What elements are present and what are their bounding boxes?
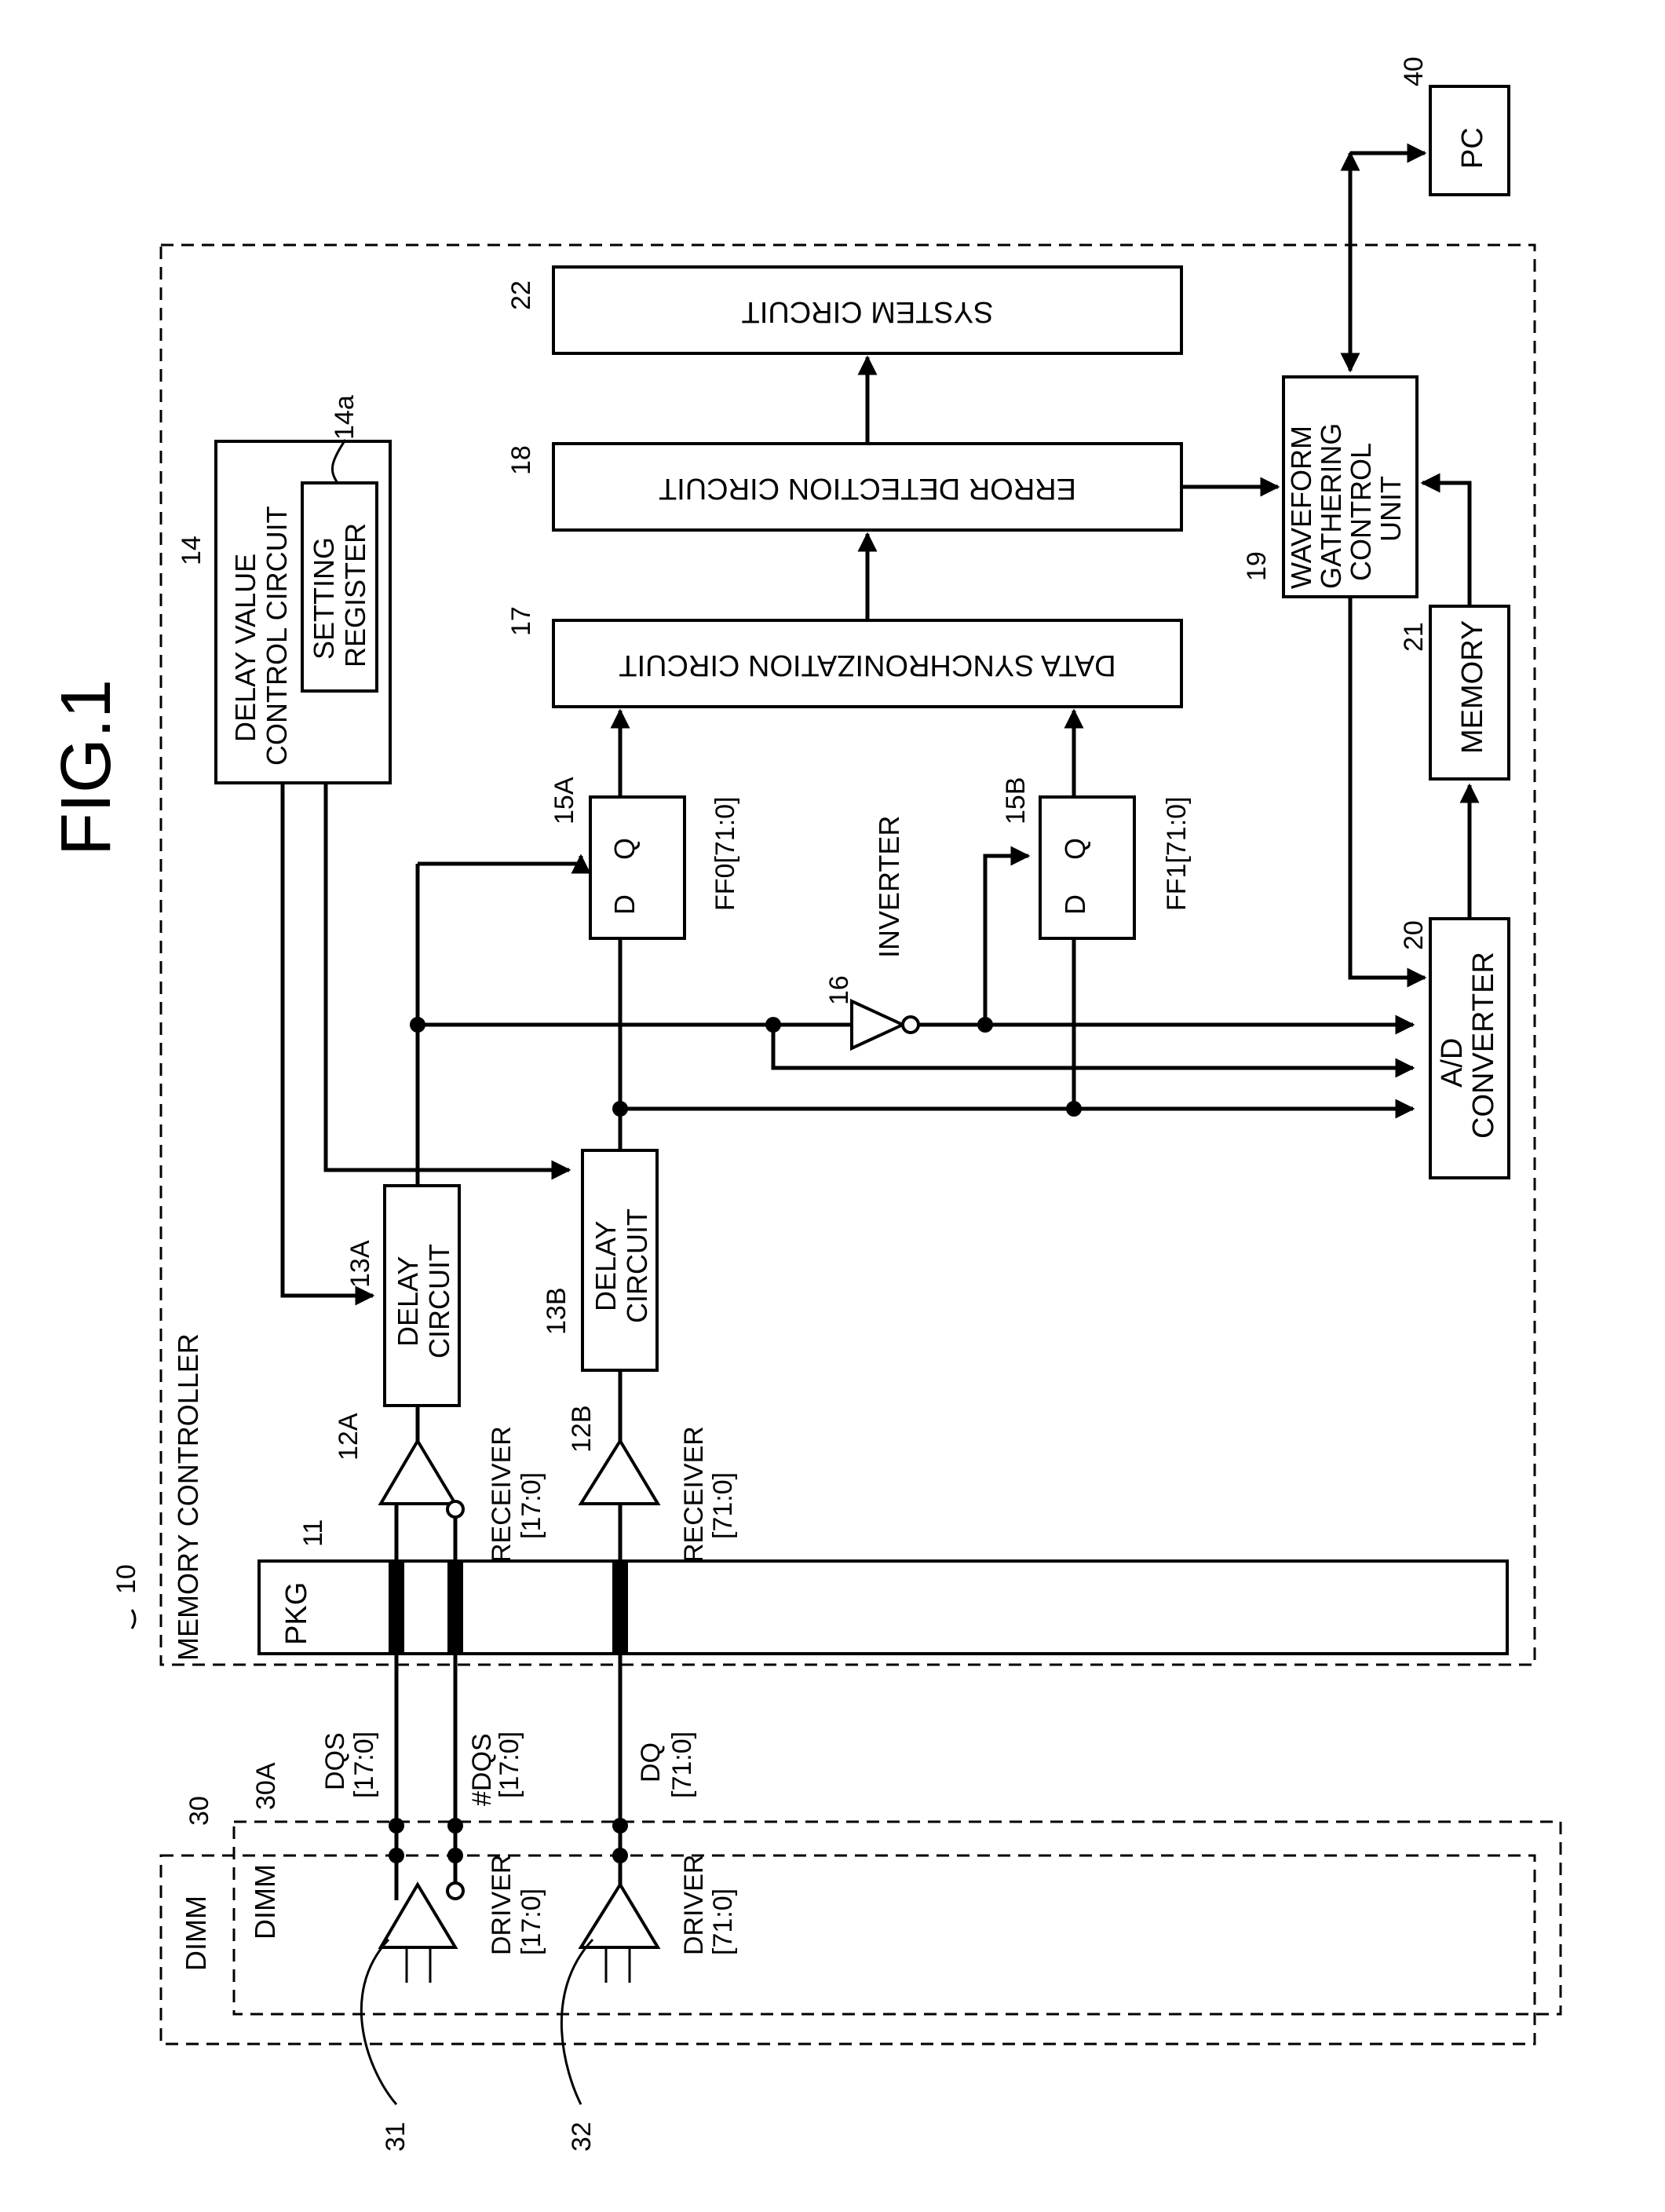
memory-ref: 21 <box>1399 622 1429 652</box>
error-detection-label: ERROR DETECTION CIRCUIT <box>659 472 1076 505</box>
pkg-pin-dq <box>612 1561 628 1654</box>
receiver-b-ref: 12B <box>567 1406 597 1453</box>
driver-a-triangle <box>381 1885 455 1947</box>
ff0-d: D <box>608 894 641 915</box>
driver-b-range: [71:0] <box>708 1888 738 1955</box>
ad-converter-label-1: A/D <box>1436 1038 1469 1088</box>
delay-control-label-1: DELAY VALUE <box>229 554 261 742</box>
ndqs-label: #DQS <box>467 1733 497 1806</box>
pkg-block <box>259 1561 1507 1654</box>
driver-b-triangle <box>581 1885 658 1947</box>
dimm-outer-ref: 30 <box>184 1796 214 1826</box>
memory-controller-ref: 10 <box>111 1564 141 1594</box>
dimm-outer-boundary <box>161 1856 1535 2044</box>
inverter-triangle <box>852 1001 903 1048</box>
flip-flop-ff1 <box>1040 797 1134 938</box>
driver-a-label: DRIVER <box>487 1855 517 1955</box>
setting-register-label-2: REGISTER <box>339 523 371 667</box>
delay-b-ref: 13B <box>542 1288 571 1336</box>
pc-ref: 40 <box>1399 57 1429 86</box>
waveform-ref: 19 <box>1242 551 1272 581</box>
ad-converter-label-2: CONVERTER <box>1467 952 1500 1139</box>
ff0-q: Q <box>608 838 641 860</box>
delay-b-label-1: DELAY <box>590 1221 622 1311</box>
receiver-b-label: RECEIVER <box>679 1426 709 1563</box>
pkg-pin-ndqs <box>447 1561 463 1654</box>
delay-a-label-1: DELAY <box>392 1256 424 1347</box>
error-detection-ref: 18 <box>506 445 536 475</box>
driver-a-range: [17:0] <box>517 1888 546 1955</box>
receiver-a-ref: 12A <box>334 1413 363 1461</box>
delay-control-ref: 14 <box>177 536 206 565</box>
delay-control-label-2: CONTROL CIRCUIT <box>261 506 293 766</box>
dqs-label: DQS <box>320 1732 350 1790</box>
pkg-label: PKG <box>280 1582 313 1645</box>
setting-register-label-1: SETTING <box>308 537 340 660</box>
flip-flop-ff0 <box>590 797 685 938</box>
setting-register-ref: 14a <box>330 395 360 440</box>
figure-title: FIG.1 <box>47 679 126 856</box>
ff1-d: D <box>1059 894 1091 915</box>
data-sync-ref: 17 <box>506 606 536 636</box>
waveform-label-4: UNIT <box>1375 476 1407 542</box>
driver-b-label: DRIVER <box>679 1855 709 1955</box>
pc-label: PC <box>1456 127 1489 169</box>
dimm-inner-label: DIMM <box>249 1864 281 1940</box>
inverter-ref: 16 <box>824 975 854 1005</box>
receiver-a-label: RECEIVER <box>487 1426 517 1563</box>
ff1-q: Q <box>1059 838 1091 860</box>
waveform-label-3: CONTROL <box>1345 443 1377 581</box>
dq-label: DQ <box>636 1742 666 1782</box>
ff1-name: FF1[71:0] <box>1162 796 1192 911</box>
waveform-label-1: WAVEFORM <box>1285 426 1317 589</box>
inverter-label: INVERTER <box>873 816 905 958</box>
memory-label: MEMORY <box>1456 620 1489 754</box>
data-sync-label: DATA SYNCHRONIZATION CIRCUIT <box>619 649 1115 682</box>
ad-converter-ref: 20 <box>1399 920 1429 950</box>
pkg-ref: 11 <box>298 1519 328 1547</box>
waveform-label-2: GATHERING <box>1315 423 1347 589</box>
dimm-outer-label: DIMM <box>180 1896 212 1971</box>
ndqs-range: [17:0] <box>495 1731 524 1798</box>
system-circuit-ref: 22 <box>506 280 536 310</box>
delay-a-ref: 13A <box>345 1240 375 1288</box>
ref-leader <box>132 1610 135 1629</box>
system-circuit-label: SYSTEM CIRCUIT <box>742 295 994 328</box>
receiver-b-range: [71:0] <box>708 1472 738 1539</box>
dqs-range: [17:0] <box>349 1731 379 1798</box>
driver-a-ref: 31 <box>381 2122 411 2152</box>
delay-b-label-2: CIRCUIT <box>621 1208 653 1323</box>
memory-controller-label: MEMORY CONTROLLER <box>172 1333 204 1661</box>
delay-a-label-2: CIRCUIT <box>423 1244 455 1358</box>
dq-range: [71:0] <box>667 1731 697 1798</box>
driver-b-ref: 32 <box>567 2122 597 2152</box>
ff1-ref: 15B <box>1001 777 1031 825</box>
ff0-ref: 15A <box>550 777 579 824</box>
ff0-name: FF0[71:0] <box>710 796 740 911</box>
dimm-inner-ref: 30A <box>251 1762 281 1810</box>
receiver-a-range: [17:0] <box>517 1472 546 1539</box>
pkg-pin-dqs <box>389 1561 404 1654</box>
receiver-a-triangle <box>381 1441 455 1504</box>
